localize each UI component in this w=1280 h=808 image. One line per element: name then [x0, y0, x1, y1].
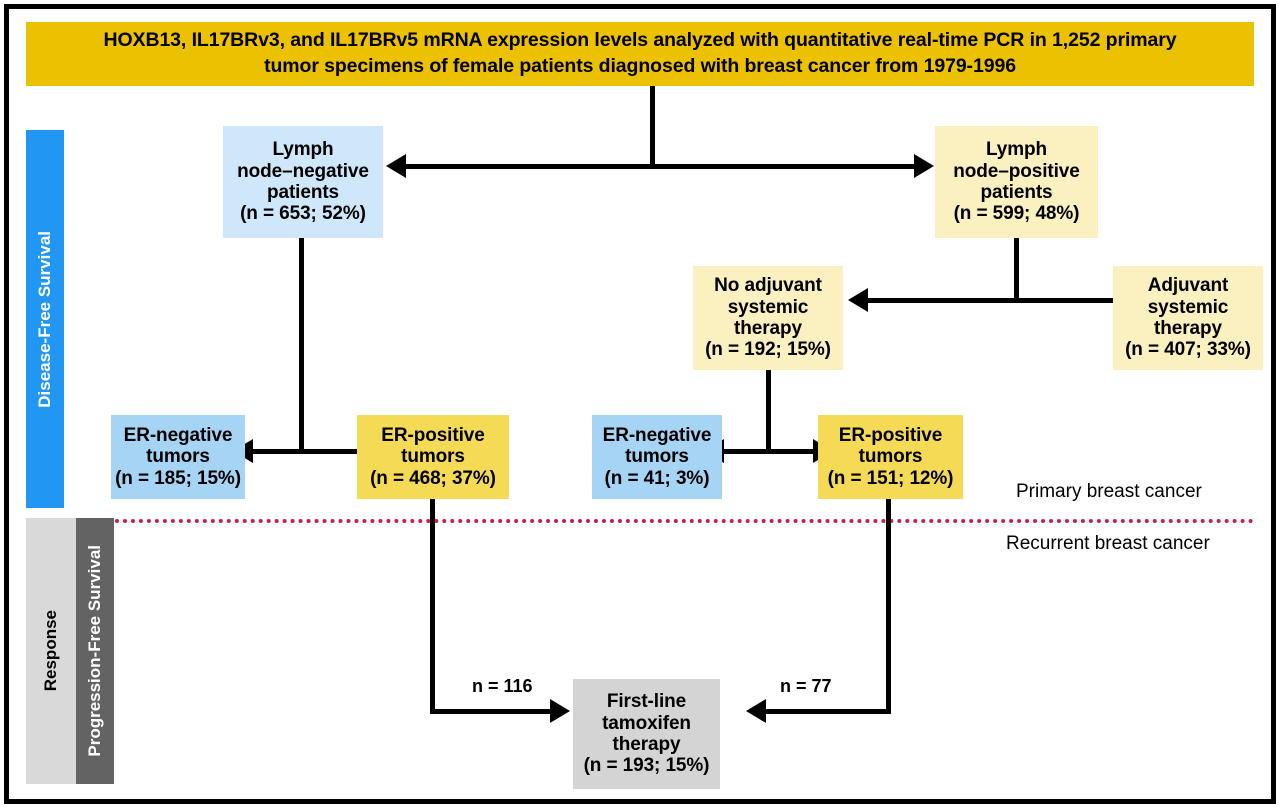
node-line-3: patients: [266, 182, 340, 203]
sidebar-disease-free-survival: Disease-Free Survival: [26, 130, 64, 508]
node-line-1: ER-positive: [381, 425, 485, 447]
node-line-2: systemic: [727, 296, 809, 318]
connector-adjuvant-split: [866, 298, 1162, 303]
node-no-adjuvant-systemic-therapy: No adjuvant systemic therapy (n = 192; 1…: [693, 266, 843, 370]
sidebar-label-response: Response: [41, 610, 60, 692]
node-line-1: No adjuvant: [714, 275, 822, 297]
node-line-1: Adjuvant: [1147, 275, 1229, 297]
node-count: (n = 41; 3%): [604, 467, 710, 489]
node-line-2: systemic: [1147, 296, 1229, 318]
node-count: (n = 468; 37%): [370, 467, 496, 489]
arrowhead-left-lymph: [386, 154, 406, 178]
connector-tamoxifen-left-vertical: [430, 499, 435, 714]
node-count: (n = 185; 15%): [115, 467, 241, 489]
node-first-line-tamoxifen-therapy: First-line tamoxifen therapy (n = 193; 1…: [573, 679, 720, 789]
arrowhead-left-adjuvant: [848, 288, 868, 312]
node-line-1: Lymph: [272, 139, 334, 161]
node-er-negative-right: ER-negative tumors (n = 41; 3%): [592, 415, 722, 499]
node-er-negative-left: ER-negative tumors (n = 185; 15%): [111, 415, 245, 499]
connector-lymph-positive-stem: [1014, 238, 1019, 300]
node-line-2: node–positive: [953, 160, 1080, 182]
node-count: (n = 653; 52%): [240, 203, 366, 225]
node-line-3: therapy: [734, 318, 802, 339]
connector-title-stem: [650, 86, 655, 169]
node-count: (n = 193; 15%): [583, 755, 710, 777]
title-box: HOXB13, IL17BRv3, and IL17BRv5 mRNA expr…: [26, 22, 1254, 86]
node-line-1: Lymph: [985, 139, 1048, 161]
divider-primary-recurrent: [115, 519, 1254, 523]
node-line-2: node–negative: [237, 160, 369, 182]
connector-no-adjuvant-stem: [766, 370, 771, 451]
node-line-2: tumors: [858, 446, 923, 468]
node-er-positive-left: ER-positive tumors (n = 468; 37%): [357, 415, 509, 499]
connector-lymph-negative-stem: [299, 238, 304, 451]
connector-tamoxifen-right-vertical: [886, 499, 891, 714]
node-er-positive-right: ER-positive tumors (n = 151; 12%): [818, 415, 963, 499]
connector-lymph-split: [404, 164, 916, 169]
edge-label-left-n: n = 116: [472, 676, 533, 696]
edge-label-right-n: n = 77: [780, 676, 832, 696]
node-line-3: patients: [980, 182, 1053, 203]
sidebar-response: Response: [26, 518, 76, 784]
node-line-2: tumors: [401, 446, 465, 468]
node-count: (n = 151; 12%): [827, 467, 954, 489]
node-line-3: therapy: [1154, 318, 1222, 339]
arrowhead-tamoxifen-left: [550, 699, 570, 723]
node-lymph-node-positive: Lymph node–positive patients (n = 599; 4…: [935, 126, 1098, 238]
node-line-2: tumors: [625, 446, 689, 468]
sidebar-label-disease-free-survival: Disease-Free Survival: [35, 230, 54, 408]
arrowhead-tamoxifen-right: [746, 699, 766, 723]
connector-er-split-left: [251, 449, 401, 454]
sidebar-label-progression-free-survival: Progression-Free Survival: [85, 545, 104, 757]
label-primary-breast-cancer: Primary breast cancer: [1016, 481, 1202, 502]
node-line-2: tamoxifen: [602, 712, 691, 734]
node-line-1: ER-negative: [123, 425, 233, 447]
node-line-2: tumors: [146, 446, 210, 468]
node-lymph-node-negative: Lymph node–negative patients (n = 653; 5…: [223, 126, 383, 238]
node-count: (n = 599; 48%): [953, 203, 1080, 225]
node-count: (n = 192; 15%): [705, 339, 831, 361]
node-line-1: ER-positive: [838, 425, 943, 447]
connector-tamoxifen-right-horizontal: [766, 709, 891, 714]
node-count: (n = 407; 33%): [1125, 339, 1251, 361]
title-line-2: tumor specimens of female patients diagn…: [264, 55, 1016, 77]
connector-er-split-right: [722, 449, 815, 454]
connector-tamoxifen-left-horizontal: [430, 709, 550, 714]
node-line-3: therapy: [612, 734, 681, 755]
label-recurrent-breast-cancer: Recurrent breast cancer: [1006, 533, 1210, 554]
node-line-1: ER-negative: [602, 425, 712, 447]
arrowhead-right-lymph: [914, 154, 934, 178]
title-line-1: HOXB13, IL17BRv3, and IL17BRv5 mRNA expr…: [103, 29, 1177, 52]
node-adjuvant-systemic-therapy: Adjuvant systemic therapy (n = 407; 33%): [1113, 266, 1263, 370]
node-line-1: First-line: [606, 691, 687, 713]
sidebar-progression-free-survival: Progression-Free Survival: [76, 518, 114, 784]
